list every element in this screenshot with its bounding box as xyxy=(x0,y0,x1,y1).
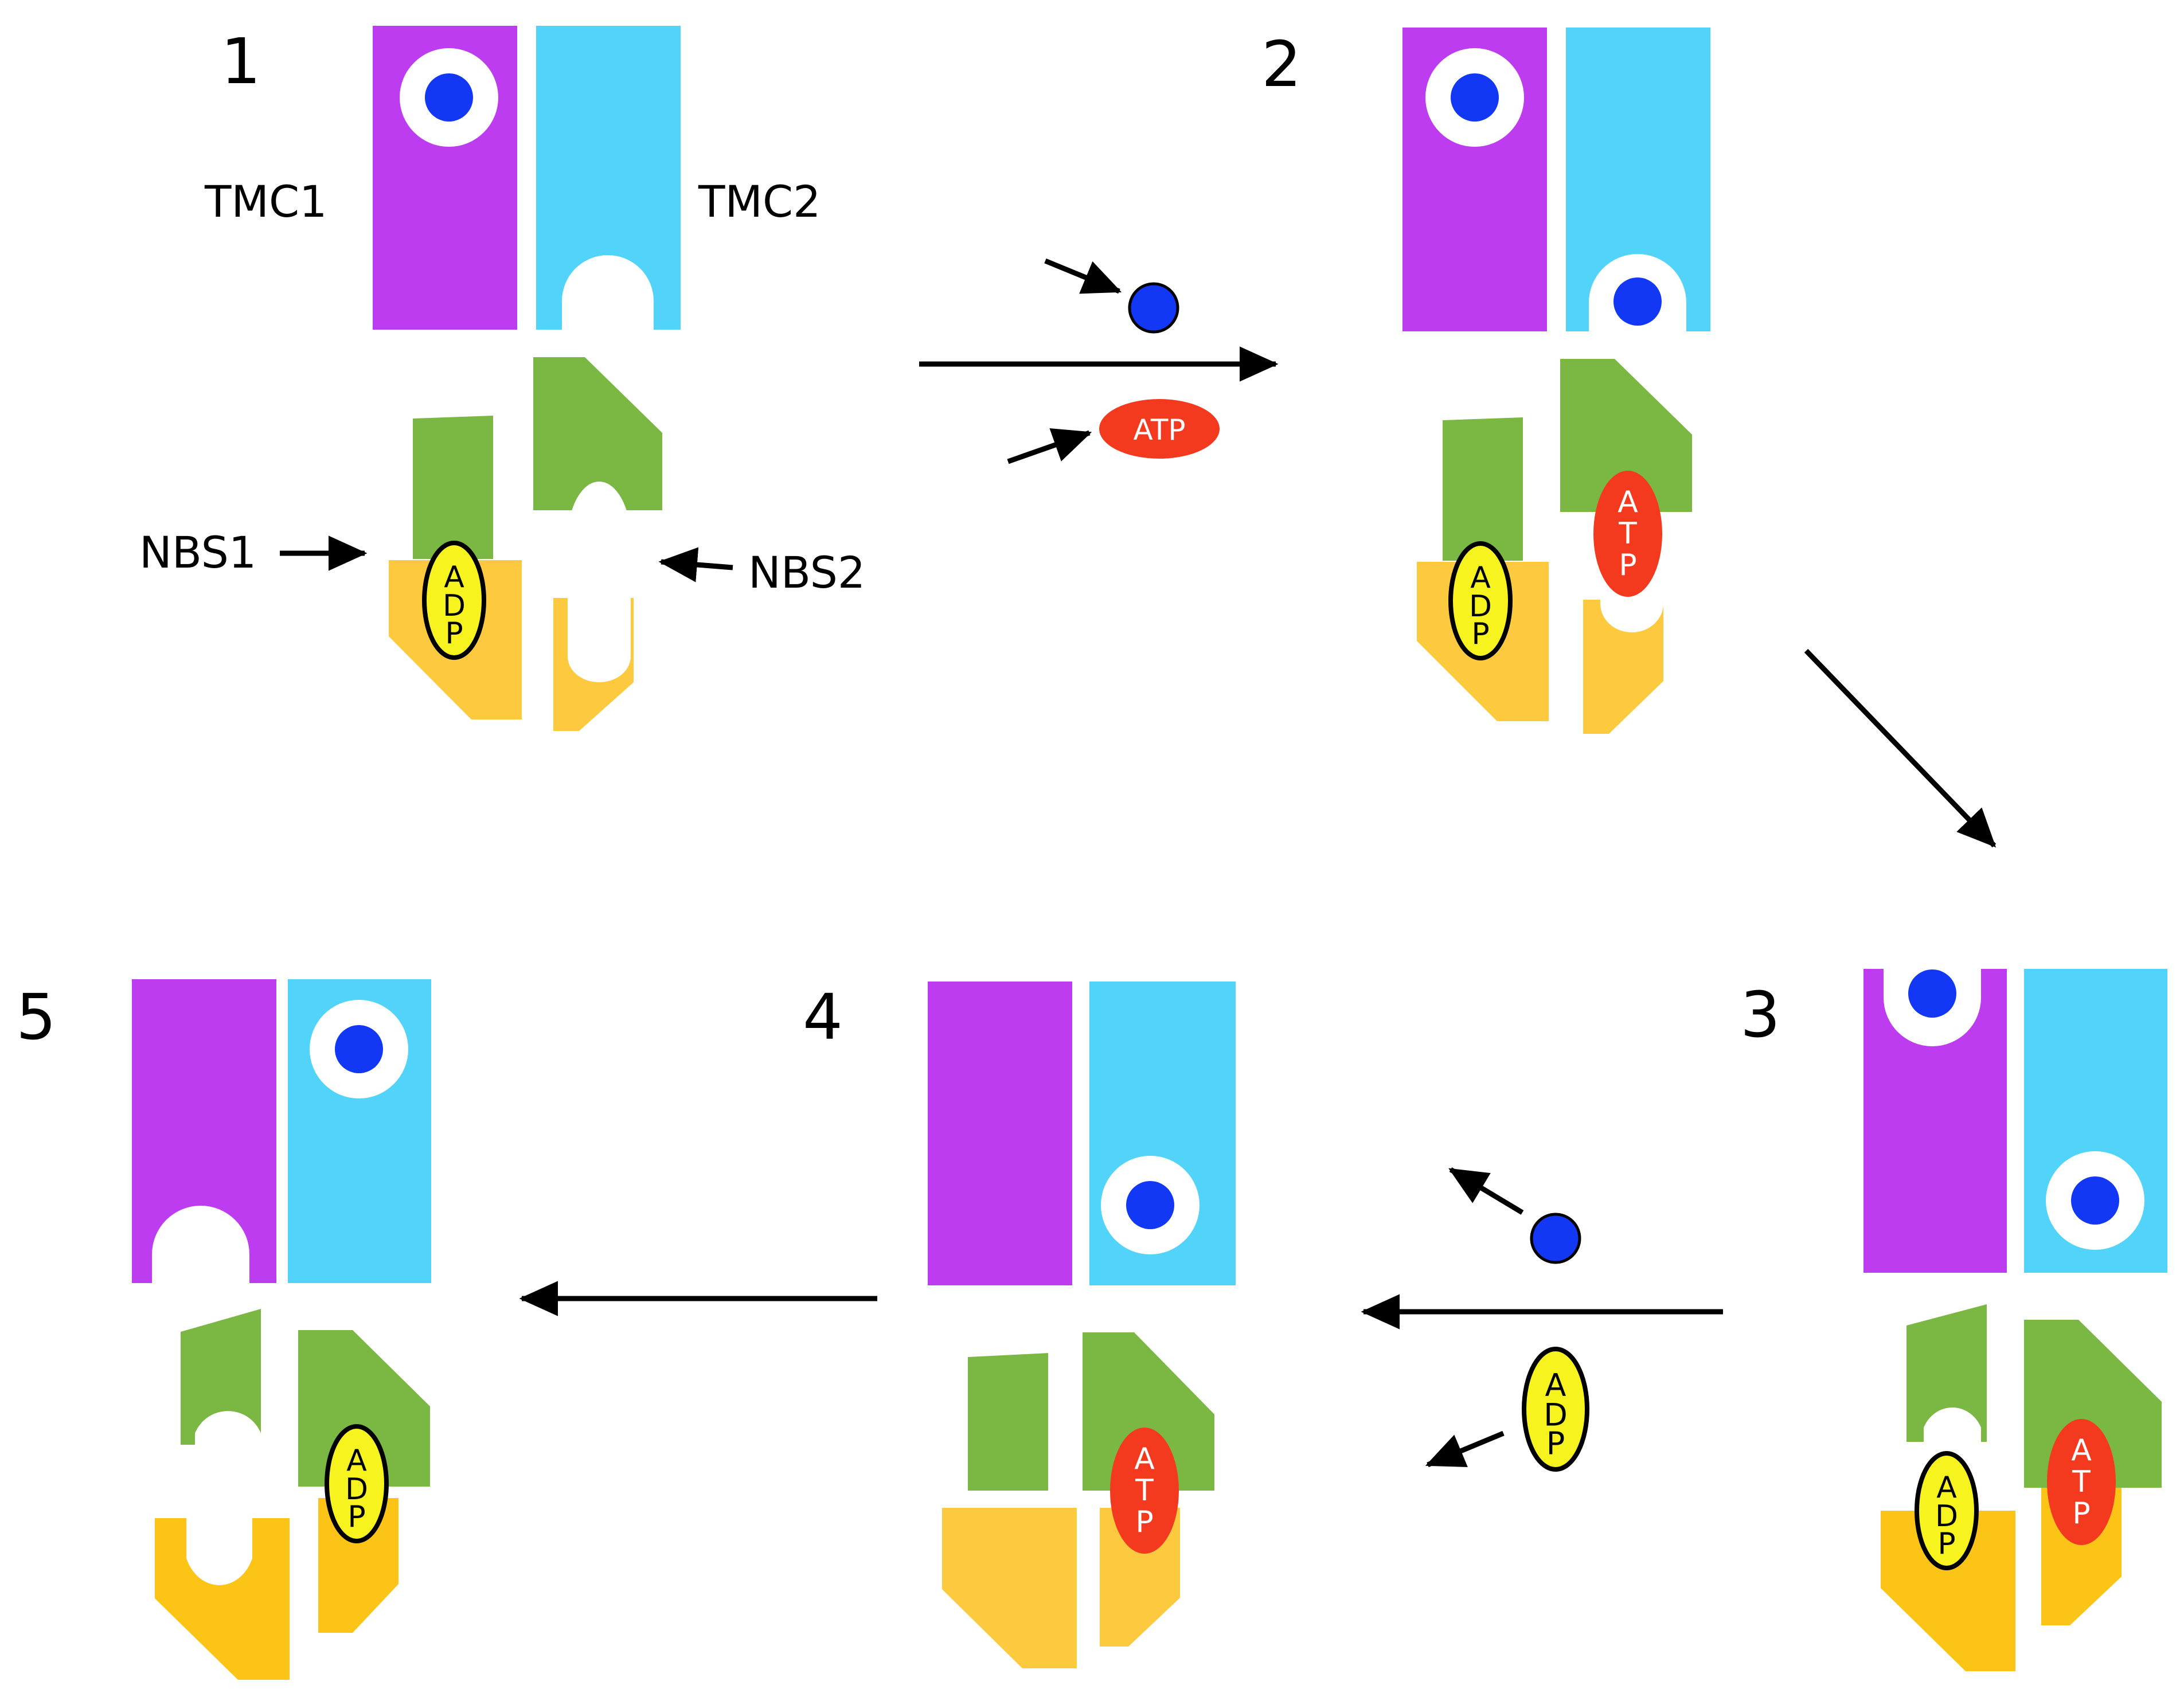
nbd1-top xyxy=(1906,1304,1987,1442)
adp-icon: A D P xyxy=(1448,541,1513,660)
adp-letter-d: D xyxy=(1469,589,1492,624)
adp-letter-p: P xyxy=(1546,1426,1565,1462)
nbs1-open-pocket xyxy=(195,1411,261,1445)
adp-icon: A D P xyxy=(1915,1451,1979,1570)
substrate-icon xyxy=(335,1025,383,1073)
substrate-out-arrow xyxy=(1448,1167,1524,1215)
substrate-icon xyxy=(1451,73,1499,122)
adp-out-arrow xyxy=(1425,1430,1505,1468)
nbs1-label: NBS1 xyxy=(139,527,256,578)
atp-letter-a: A xyxy=(2071,1433,2092,1468)
atp-in-arrow xyxy=(1007,428,1092,464)
nbs2-label: NBS2 xyxy=(748,547,865,598)
adp-letter-a: A xyxy=(1470,561,1491,595)
stage-number-4: 4 xyxy=(803,980,843,1054)
atp-letter-p: P xyxy=(1619,548,1636,582)
nbd1-top xyxy=(968,1353,1048,1491)
adp-letter-d: D xyxy=(443,589,466,623)
binding-pocket-tmc2-open xyxy=(562,255,654,330)
atp-icon: A T P xyxy=(1593,471,1662,597)
adp-icon: A D P xyxy=(325,1424,389,1543)
adp-letter-a: A xyxy=(346,1444,367,1478)
atp-letter-p: P xyxy=(1135,1505,1153,1539)
nbd2-top xyxy=(533,357,662,510)
substrate-in-arrow xyxy=(1044,258,1122,294)
stage-1: A D P xyxy=(373,26,681,731)
atp-letter-t: T xyxy=(1618,517,1637,551)
nbd1-top xyxy=(181,1309,261,1445)
adp-letter-d: D xyxy=(345,1472,368,1507)
substrate-icon xyxy=(1613,277,1662,326)
nbs2-atp-pocket xyxy=(1600,600,1663,632)
nbd1-bottom xyxy=(1881,1511,2015,1671)
stage-number-2: 2 xyxy=(1261,28,1302,101)
tmc2-label: TMC2 xyxy=(698,176,821,227)
adp-letter-p: P xyxy=(1937,1527,1955,1561)
stage-4: A T P xyxy=(928,982,1236,1668)
substrate-icon xyxy=(425,73,473,122)
stage-number-3: 3 xyxy=(1740,978,1780,1051)
nbd2-top xyxy=(1560,359,1692,512)
adp-letter-p: P xyxy=(1471,617,1489,651)
stage-3: A D P A T P xyxy=(1863,969,2167,1671)
nbd1-top xyxy=(413,416,493,559)
atp-icon: ATP xyxy=(1099,399,1220,459)
adp-letter-p: P xyxy=(445,616,463,651)
atp-letter-p: P xyxy=(2072,1496,2090,1531)
adp-letter-p: P xyxy=(347,1500,365,1534)
atp-letter-a: A xyxy=(1618,485,1638,519)
stage-number-1: 1 xyxy=(221,25,261,98)
adp-letter-a: A xyxy=(1936,1471,1957,1505)
adp-letter-a: A xyxy=(1545,1367,1566,1403)
adp-letter-d: D xyxy=(1544,1397,1568,1433)
atp-letter-t: T xyxy=(2072,1465,2091,1499)
adp-letter-d: D xyxy=(1935,1499,1958,1534)
atp-label: ATP xyxy=(1133,413,1185,447)
nbs1-open-pocket-lower xyxy=(186,1518,252,1585)
nbs2-open-pocket xyxy=(568,482,631,682)
transition-2-3-arrow xyxy=(1804,648,1997,848)
substrate-icon xyxy=(1126,1181,1174,1229)
nbs1-open-pocket xyxy=(1924,1407,1981,1442)
substrate-icon xyxy=(1128,282,1179,334)
adp-icon: A D P xyxy=(1522,1347,1589,1472)
nbs2-pointer-arrow xyxy=(658,547,733,582)
atp-icon: A T P xyxy=(1110,1428,1179,1554)
nbd1-top xyxy=(1443,417,1523,561)
stage-5: A D P xyxy=(132,979,431,1680)
atp-letter-t: T xyxy=(1135,1473,1154,1508)
adp-letter-a: A xyxy=(444,560,464,595)
substrate-icon xyxy=(1530,1213,1581,1264)
nbd1-bottom xyxy=(942,1508,1077,1668)
atp-icon: A T P xyxy=(2047,1419,2116,1545)
substrate-icon xyxy=(1908,969,1956,1018)
binding-pocket-tmc1-open xyxy=(152,1206,249,1283)
stage-number-5: 5 xyxy=(16,980,56,1054)
stage-2: A D P A T P xyxy=(1402,28,1710,734)
nbd2-top xyxy=(1083,1332,1214,1491)
nbd2-bottom xyxy=(1583,600,1663,734)
atp-letter-a: A xyxy=(1134,1442,1155,1476)
adp-icon: A D P xyxy=(422,541,486,660)
substrate-icon xyxy=(2071,1176,2119,1225)
tmc1-domain xyxy=(928,982,1072,1285)
tmc1-label: TMC1 xyxy=(204,176,327,227)
